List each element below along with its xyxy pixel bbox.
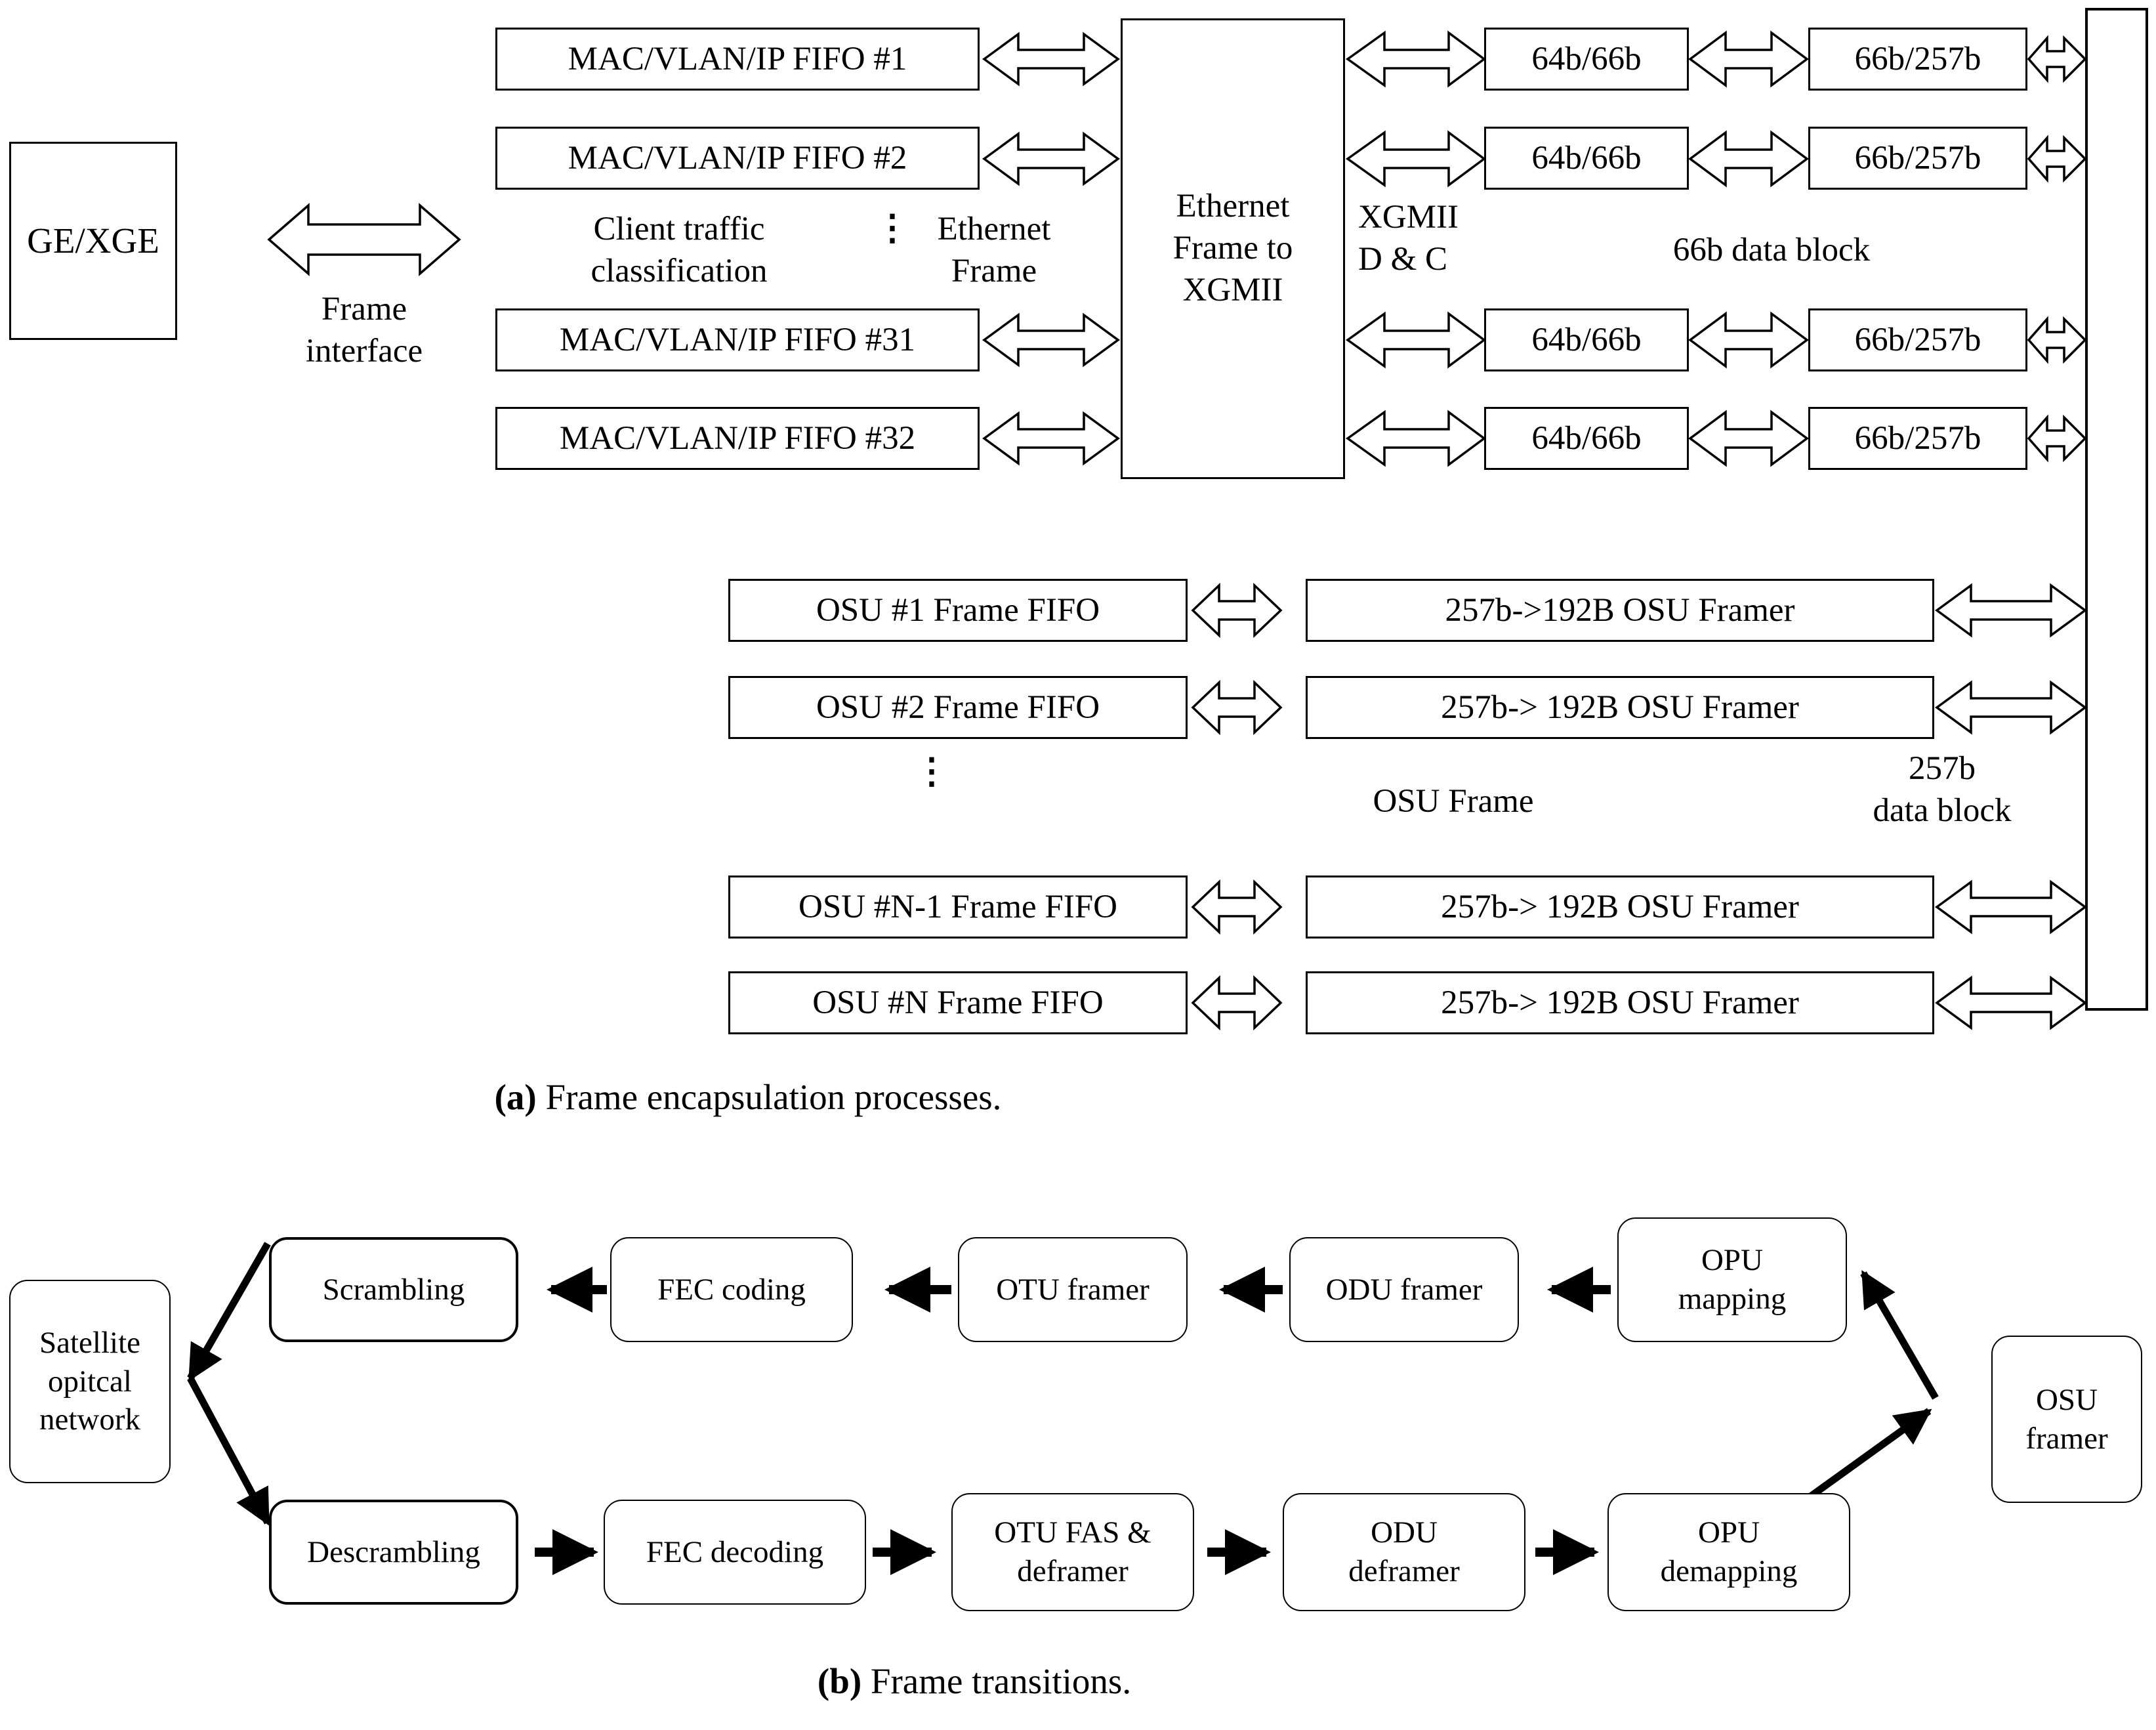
mac-vlan-ip-fifo-1: MAC/VLAN/IP FIFO #1 xyxy=(495,28,980,91)
opu-mapping-label: OPU mapping xyxy=(1678,1243,1787,1316)
fifo-label: MAC/VLAN/IP FIFO #32 xyxy=(559,419,916,457)
satellite-optical-network-label: Satellite opitcal network xyxy=(39,1325,140,1437)
fec-coding-label: FEC coding xyxy=(657,1272,806,1307)
otu-framer-block: OTU framer xyxy=(958,1237,1188,1342)
caption-a-prefix: (a) xyxy=(494,1077,537,1117)
transcode-label: 66b/257b xyxy=(1854,321,1981,358)
odu-deframer-block: ODU deframer xyxy=(1283,1493,1525,1611)
caption-b-prefix: (b) xyxy=(817,1661,862,1701)
osu-framer-label: 257b-> 192B OSU Framer xyxy=(1441,688,1799,726)
opu-demapping-block: OPU demapping xyxy=(1607,1493,1850,1611)
satellite-optical-network-block: Satellite opitcal network xyxy=(9,1280,171,1483)
block-arrow-osu-frame-group xyxy=(1191,582,1283,1031)
osu-framer-label: 257b->192B OSU Framer xyxy=(1445,591,1795,629)
fifo-label: MAC/VLAN/IP FIFO #31 xyxy=(559,321,916,358)
transcode-66b257b-31: 66b/257b xyxy=(1808,308,2027,371)
otu-fas-deframer-label: OTU FAS & deframer xyxy=(994,1515,1151,1588)
osu-fifo-label: OSU #N-1 Frame FIFO xyxy=(798,888,1117,925)
block-arrow-frame-interface xyxy=(267,203,461,276)
osu-fifo-label: OSU #2 Frame FIFO xyxy=(816,688,1100,726)
osu-framer-2: 257b-> 192B OSU Framer xyxy=(1306,676,1934,739)
osu-framer-1: 257b->192B OSU Framer xyxy=(1306,579,1934,642)
odu-framer-block: ODU framer xyxy=(1289,1237,1519,1342)
right-bus-bar xyxy=(2085,8,2148,1011)
mac-vlan-ip-fifo-32: MAC/VLAN/IP FIFO #32 xyxy=(495,407,980,470)
otu-fas-deframer-block: OTU FAS & deframer xyxy=(951,1493,1194,1611)
osu-frame-fifo-1: OSU #1 Frame FIFO xyxy=(728,579,1188,642)
fifo-label: MAC/VLAN/IP FIFO #1 xyxy=(568,40,907,77)
transcode-label: 66b/257b xyxy=(1854,139,1981,177)
ethernet-frame-to-xgmii-label: Ethernet Frame to XGMII xyxy=(1172,188,1293,308)
ge-xge-label: GE/XGE xyxy=(27,221,159,261)
otu-framer-label: OTU framer xyxy=(996,1272,1150,1307)
pcs-64b66b-2: 64b/66b xyxy=(1484,127,1689,190)
transcode-label: 66b/257b xyxy=(1854,419,1981,457)
fifo-label: MAC/VLAN/IP FIFO #2 xyxy=(568,139,907,177)
mac-vlan-ip-fifo-2: MAC/VLAN/IP FIFO #2 xyxy=(495,127,980,190)
osu-framer-label: 257b-> 192B OSU Framer xyxy=(1441,984,1799,1021)
osu-frame-fifo-n-1: OSU #N-1 Frame FIFO xyxy=(728,876,1188,939)
odu-framer-label: ODU framer xyxy=(1325,1272,1483,1307)
caption-a: (a) Frame encapsulation processes. xyxy=(0,1076,1496,1118)
fec-decoding-label: FEC decoding xyxy=(646,1534,824,1569)
frame-interface-label: Frame interface xyxy=(305,291,423,369)
fec-decoding-block: FEC decoding xyxy=(604,1500,866,1605)
pcs-label: 64b/66b xyxy=(1531,139,1642,177)
osu-framer-n-1: 257b-> 192B OSU Framer xyxy=(1306,876,1934,939)
osu-framer-label: 257b-> 192B OSU Framer xyxy=(1441,888,1799,925)
osu-ellipsis-icon: ⋮ xyxy=(914,751,949,791)
scrambling-label: Scrambling xyxy=(322,1272,465,1307)
transcode-66b257b-1: 66b/257b xyxy=(1808,28,2027,91)
fec-coding-block: FEC coding xyxy=(610,1237,853,1342)
ethernet-frame-to-xgmii-block: Ethernet Frame to XGMII xyxy=(1121,18,1345,479)
descrambling-label: Descrambling xyxy=(307,1534,480,1569)
transcode-66b257b-32: 66b/257b xyxy=(1808,407,2027,470)
xgmii-dc-label: XGMII D & C xyxy=(1358,199,1459,278)
pcs-64b66b-31: 64b/66b xyxy=(1484,308,1689,371)
pcs-64b66b-1: 64b/66b xyxy=(1484,28,1689,91)
opu-demapping-label: OPU demapping xyxy=(1660,1515,1798,1588)
pcs-label: 64b/66b xyxy=(1531,419,1642,457)
pcs-label: 64b/66b xyxy=(1531,321,1642,358)
257b-data-block-label: 257b data block xyxy=(1873,750,2012,829)
caption-a-text: Frame encapsulation processes. xyxy=(545,1077,1002,1117)
odu-deframer-label: ODU deframer xyxy=(1348,1515,1460,1588)
scrambling-block: Scrambling xyxy=(269,1237,518,1342)
fifo-ellipsis-icon: ⋮ xyxy=(875,208,910,247)
osu-frame-label: OSU Frame xyxy=(1373,783,1534,820)
client-traffic-classification-label: Client traffic classification xyxy=(591,211,768,289)
block-arrow-to-bus-top-group xyxy=(2027,35,2087,463)
transcode-label: 66b/257b xyxy=(1854,40,1981,77)
caption-b: (b) Frame transitions. xyxy=(0,1660,1949,1702)
osu-frame-fifo-2: OSU #2 Frame FIFO xyxy=(728,676,1188,739)
pcs-64b66b-32: 64b/66b xyxy=(1484,407,1689,470)
osu-fifo-label: OSU #N Frame FIFO xyxy=(812,984,1104,1021)
caption-b-text: Frame transitions. xyxy=(870,1661,1132,1701)
pcs-label: 64b/66b xyxy=(1531,40,1642,77)
66b-data-block-label: 66b data block xyxy=(1672,232,1871,268)
osu-fifo-label: OSU #1 Frame FIFO xyxy=(816,591,1100,629)
mac-vlan-ip-fifo-31: MAC/VLAN/IP FIFO #31 xyxy=(495,308,980,371)
descrambling-block: Descrambling xyxy=(269,1500,518,1605)
osu-framer-n: 257b-> 192B OSU Framer xyxy=(1306,971,1934,1034)
osu-framer-block-label: OSU framer xyxy=(2025,1382,2108,1456)
opu-mapping-block: OPU mapping xyxy=(1617,1217,1847,1342)
ethernet-frame-label: Ethernet Frame xyxy=(937,211,1051,289)
transcode-66b257b-2: 66b/257b xyxy=(1808,127,2027,190)
osu-framer-block: OSU framer xyxy=(1991,1336,2142,1503)
ge-xge-block: GE/XGE xyxy=(9,142,177,340)
osu-frame-fifo-n: OSU #N Frame FIFO xyxy=(728,971,1188,1034)
